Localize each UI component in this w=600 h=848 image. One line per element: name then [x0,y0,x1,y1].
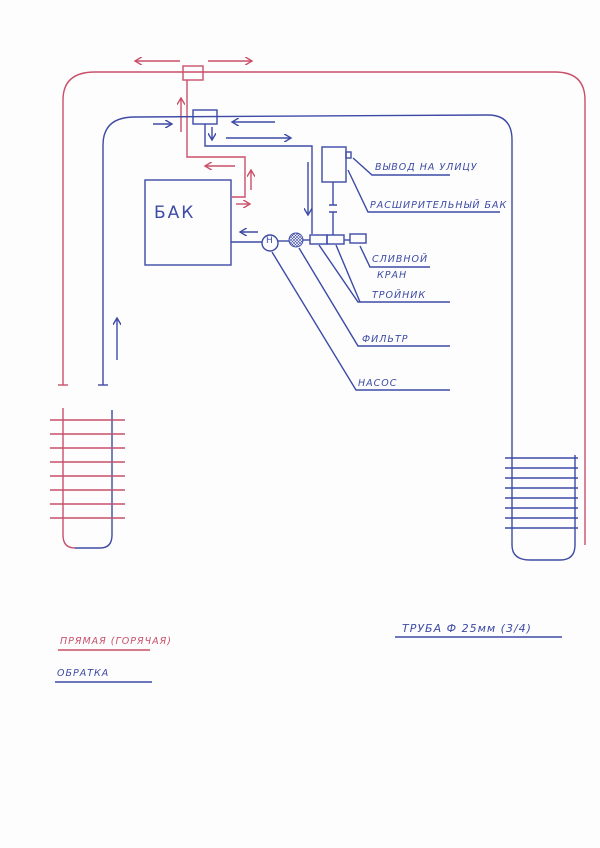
legend-return: ОБРАТКА [57,668,110,679]
expansion-tank [321,146,347,183]
outlet-label: ВЫВОД НА УЛИЦУ [375,162,478,173]
legend-pipe-size: ТРУБА Ф 25мм (3/4) [402,622,532,635]
drain-valve [349,233,367,244]
storage-tank [144,179,232,266]
legend-supply: ПРЯМАЯ (ГОРЯЧАЯ) [60,636,172,647]
tank-label: БАК [154,203,196,223]
drain-valve-label-1: СЛИВНОЙ [372,254,429,265]
pump-label: НАСОС [358,378,398,389]
left-heating-coil [50,408,125,549]
tee-label: ТРОЙНИК [372,290,427,301]
expansion-tank-label: РАСШИРИТЕЛЬНЫЙ БАК [370,200,508,211]
pump-symbol: Н [266,236,273,246]
tee-fitting [309,234,328,245]
supply-pipe-loop [62,71,586,545]
right-heating-coil [505,455,578,561]
filter [288,232,304,248]
return-pipe-loop [102,114,513,545]
supply-riser [186,80,246,198]
drain-valve-label-2: КРАН [377,270,408,281]
filter-label: ФИЛЬТР [362,334,409,345]
tee-fitting [326,234,345,245]
supply-tee [182,65,204,81]
pump [261,234,279,252]
